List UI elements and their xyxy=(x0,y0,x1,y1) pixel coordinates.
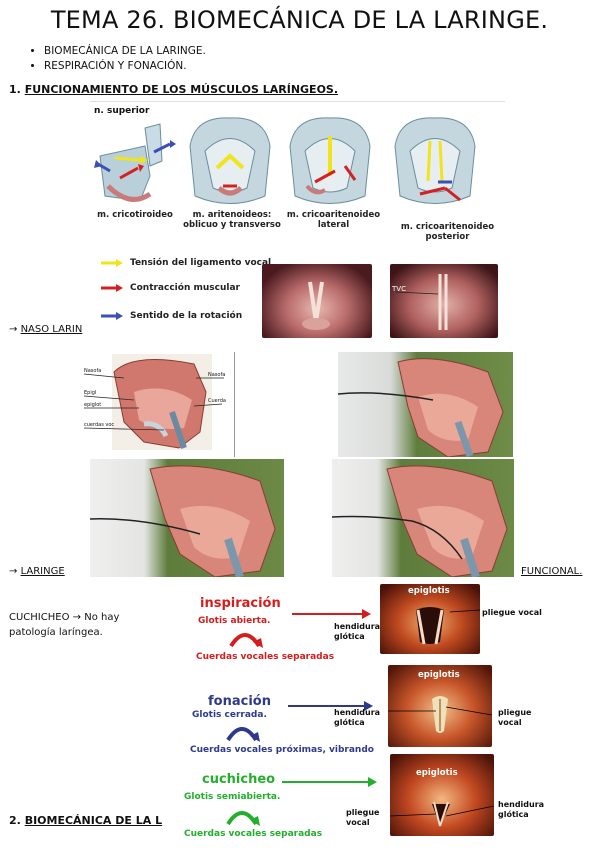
muscles-figure: n. superior xyxy=(90,104,510,349)
cricothyroid-diagram xyxy=(94,123,176,202)
larynx-photo-tvc: TVC xyxy=(390,264,498,338)
tvc-label: TVC xyxy=(392,285,406,293)
blue-arrow-icon xyxy=(101,312,123,320)
section-divider xyxy=(90,101,505,102)
curved-arrow-icon xyxy=(229,633,263,648)
phase-inspiracion-state: Glotis abierta. xyxy=(198,616,271,626)
phase-cuchicheo-cords: Cuerdas vocales separadas xyxy=(184,829,323,839)
arrow-icon: → xyxy=(9,566,18,577)
section-2-number: 2. xyxy=(9,814,21,827)
legend-item: Sentido de la rotación xyxy=(100,302,271,330)
hendidura-glotica-label: hendidura glótica xyxy=(334,622,381,641)
posterior-cricoarytenoid-diagram xyxy=(394,117,476,204)
pliegue-vocal-label: pliegue vocal xyxy=(498,708,532,727)
cuchicheo-note: CUCHICHEO → No hay patología laríngea. xyxy=(9,612,120,638)
arytenoid-diagram xyxy=(189,117,271,204)
hendidura-glotica-label: hendidura glótica xyxy=(498,800,545,819)
lateral-cricoarytenoid-diagram xyxy=(289,117,371,204)
pliegue-vocal-label: pliegue vocal xyxy=(346,808,380,827)
right-arrow-icon xyxy=(288,701,373,711)
figure-legend: Tensión del ligamento vocal Contracción … xyxy=(100,252,271,330)
phase-inspiracion-cords: Cuerdas vocales separadas xyxy=(196,652,335,662)
figure-top-label: n. superior xyxy=(94,106,150,116)
laringe-line: → LARINGE xyxy=(9,566,65,577)
sagittal-endoscope-2 xyxy=(89,459,284,579)
section-2-heading: 2. BIOMECÁNICA DE LA L xyxy=(9,814,162,827)
right-arrow-icon xyxy=(292,609,371,619)
arrow-icon: → xyxy=(9,324,18,335)
arrow-icon: → xyxy=(72,612,82,623)
funcional-text: FUNCIONAL. xyxy=(521,566,583,577)
yellow-arrow-icon xyxy=(101,259,123,267)
curved-arrow-icon xyxy=(226,727,260,742)
section-1-heading: 1. FUNCIONAMIENTO DE LOS MÚSCULOS LARÍNG… xyxy=(9,83,338,96)
fonacion-photo: epiglotis xyxy=(388,665,492,747)
topic-item: RESPIRACIÓN Y FONACIÓN. xyxy=(44,59,206,74)
phase-inspiracion-title: inspiración xyxy=(200,596,281,611)
pliegue-vocal-label: pliegue vocal xyxy=(482,608,542,617)
section-1-number: 1. xyxy=(9,83,21,96)
naso-line: → NASO LARIN xyxy=(9,324,82,335)
caption-aritenoideos: m. aritenoideos: oblicuo y transverso xyxy=(183,210,281,230)
caption-cricoaritenoideo-lateral: m. cricoaritenoideo lateral xyxy=(286,210,381,230)
inspiracion-photo: epiglotis xyxy=(380,584,480,654)
caption-cricotiroideo: m. cricotiroideo xyxy=(97,210,173,220)
muscle-diagrams xyxy=(94,117,476,204)
laringe-link: LARINGE xyxy=(20,566,65,577)
phase-fonacion-title: fonación xyxy=(208,694,271,709)
caption-cricoaritenoideo-posterior: m. cricoaritenoideo posterior xyxy=(400,222,495,242)
right-arrow-icon xyxy=(282,777,377,787)
sagittal-endoscope-1 xyxy=(337,352,513,458)
page-title: TEMA 26. BIOMECÁNICA DE LA LARINGE. xyxy=(50,6,549,34)
sagittal-labeled: Nasofa Epigl epiglot cuerdas voc Nasofa … xyxy=(83,352,235,457)
curved-arrow-icon xyxy=(226,811,260,826)
legend-item: Contracción muscular xyxy=(100,274,271,302)
phase-fonacion-cords: Cuerdas vocales próximas, vibrando xyxy=(190,745,374,755)
topic-item: BIOMECÁNICA DE LA LARINGE. xyxy=(44,44,206,59)
phase-cuchicheo-state: Glotis semiabierta. xyxy=(184,792,281,802)
legend-item: Tensión del ligamento vocal xyxy=(100,252,271,274)
phase-cuchicheo-title: cuchicheo xyxy=(202,772,276,787)
section-2-title: BIOMECÁNICA DE LA L xyxy=(24,814,163,827)
topic-list: BIOMECÁNICA DE LA LARINGE. RESPIRACIÓN Y… xyxy=(28,44,206,74)
larynx-photo-open xyxy=(262,264,372,338)
naso-link: NASO LARIN xyxy=(20,324,83,335)
hendidura-glotica-label: hendidura glótica xyxy=(334,708,381,727)
red-arrow-icon xyxy=(101,284,123,292)
section-1-title: FUNCIONAMIENTO DE LOS MÚSCULOS LARÍNGEOS… xyxy=(24,83,339,96)
divider xyxy=(234,352,235,457)
phase-fonacion-state: Glotis cerrada. xyxy=(192,710,267,720)
sagittal-endoscope-3 xyxy=(331,459,514,579)
cuchicheo-photo: epiglotis xyxy=(390,754,494,836)
